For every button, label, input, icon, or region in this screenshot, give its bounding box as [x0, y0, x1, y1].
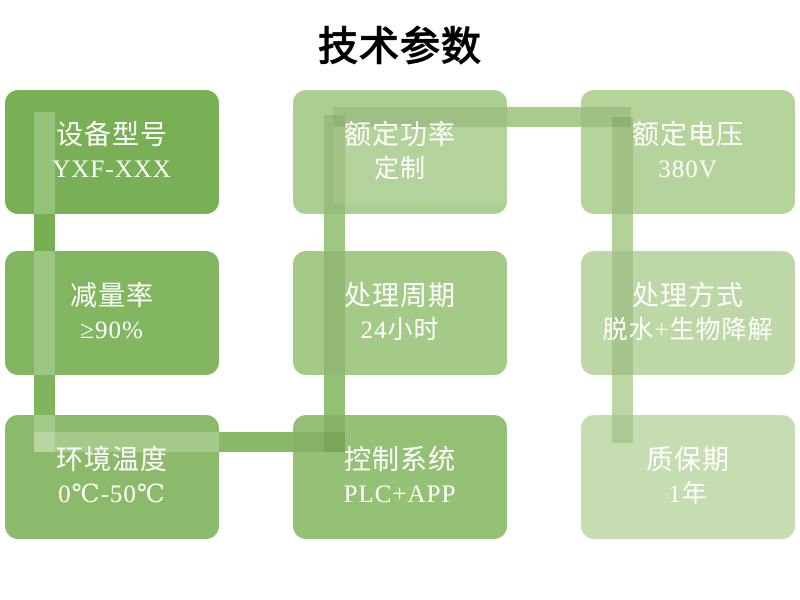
card-label: 处理周期: [344, 281, 456, 311]
card-ambient-temperature: 环境温度 0℃-50℃: [5, 415, 219, 539]
card-value: 0℃-50℃: [58, 481, 166, 508]
card-label: 额定电压: [632, 120, 744, 150]
card-warranty-period: 质保期 1年: [581, 415, 795, 539]
card-value: PLC+APP: [343, 481, 457, 508]
card-label: 处理方式: [632, 281, 744, 311]
card-control-system: 控制系统 PLC+APP: [293, 415, 507, 539]
connector-segment-8: [612, 375, 633, 415]
card-value: YXF-XXX: [52, 156, 172, 183]
card-label: 环境温度: [56, 445, 168, 475]
card-value: ≥90%: [80, 317, 144, 344]
card-processing-method: 处理方式 脱水+生物降解: [581, 251, 795, 375]
connector-segment-5: [324, 214, 345, 251]
page-title: 技术参数: [318, 25, 482, 69]
connector-segment-6: [507, 107, 581, 127]
card-rated-power: 额定功率 定制: [293, 90, 507, 214]
card-label: 质保期: [646, 445, 730, 475]
card-value: 脱水+生物降解: [602, 317, 774, 344]
card-device-model: 设备型号 YXF-XXX: [5, 90, 219, 214]
connector-segment-7: [612, 214, 633, 251]
connector-segment-1: [34, 214, 55, 251]
card-processing-cycle: 处理周期 24小时: [293, 251, 507, 375]
card-value: 1年: [668, 481, 708, 508]
connector-segment-3: [219, 432, 293, 452]
card-label: 设备型号: [56, 120, 168, 150]
card-value: 定制: [373, 156, 426, 183]
card-value: 380V: [658, 156, 718, 183]
card-label: 减量率: [70, 281, 154, 311]
connector-segment-2: [34, 375, 55, 415]
card-reduction-rate: 减量率 ≥90%: [5, 251, 219, 375]
connector-segment-4: [324, 375, 345, 415]
card-value: 24小时: [360, 317, 440, 344]
card-rated-voltage: 额定电压 380V: [581, 90, 795, 214]
card-label: 额定功率: [344, 120, 456, 150]
card-label: 控制系统: [344, 445, 456, 475]
